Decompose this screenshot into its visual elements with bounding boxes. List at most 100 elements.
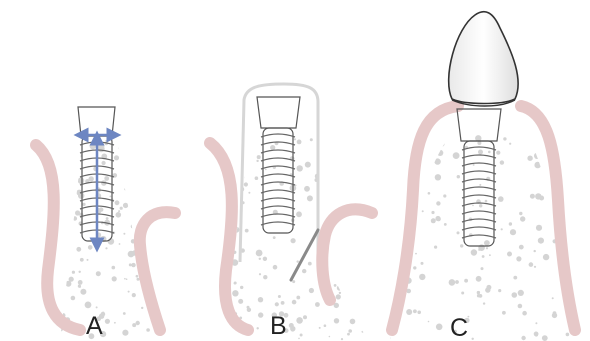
bone-dot xyxy=(478,249,480,251)
bone-dot xyxy=(509,222,512,225)
bone-dot xyxy=(118,210,120,212)
bone-dot xyxy=(148,240,152,244)
bone-dot xyxy=(496,151,500,155)
implant-thread xyxy=(261,190,295,193)
bone-dot xyxy=(507,252,512,257)
implant-thread xyxy=(462,163,496,166)
bone-dot xyxy=(360,297,362,299)
bone-dot xyxy=(67,207,73,213)
bone-dot xyxy=(362,306,368,312)
bone-dot xyxy=(240,286,243,289)
bone-dot xyxy=(518,290,524,296)
bone-dot xyxy=(291,328,294,331)
bone-dot xyxy=(153,197,157,201)
bone-dot xyxy=(123,233,125,235)
bone-dot xyxy=(542,335,548,341)
bone-dot xyxy=(350,319,356,325)
bone-dot xyxy=(500,160,504,164)
bone-dot xyxy=(119,146,123,150)
bone-dot xyxy=(477,291,480,294)
bone-dot xyxy=(370,225,377,232)
bone-dot xyxy=(391,219,397,225)
bone-dot xyxy=(321,135,327,141)
bone-dot xyxy=(336,226,340,230)
implant-thread xyxy=(261,134,295,137)
bone-dot xyxy=(529,262,534,267)
bone-dot xyxy=(258,297,263,302)
bone-dot xyxy=(572,152,577,157)
bone-dot xyxy=(137,200,141,204)
bone-dot xyxy=(540,147,543,150)
bone-dot xyxy=(534,250,536,252)
bone-dot xyxy=(535,193,541,199)
bone-dot xyxy=(67,197,71,201)
bone-dot xyxy=(578,167,582,171)
bone-dot xyxy=(298,338,300,340)
bone-dot xyxy=(368,140,374,146)
bone-dot xyxy=(59,182,63,186)
bone-dot xyxy=(296,317,303,324)
bone-dot xyxy=(102,161,106,165)
bone-dot xyxy=(292,300,297,305)
bone-dot xyxy=(124,278,126,280)
bone-dot xyxy=(519,245,524,250)
bone-dot xyxy=(389,125,396,132)
bone-dot xyxy=(485,287,490,292)
bone-dot xyxy=(347,333,350,336)
bone-dot xyxy=(471,249,477,255)
bone-dot xyxy=(464,279,468,283)
bone-dot xyxy=(536,225,542,231)
bone-dot xyxy=(368,219,371,222)
bone-dot xyxy=(53,334,58,339)
bone-dot xyxy=(62,193,66,197)
bone-dot xyxy=(481,267,484,270)
bone-dot xyxy=(485,200,488,203)
bone-dot xyxy=(300,334,303,337)
bone-dot xyxy=(234,167,240,173)
bone-dot xyxy=(120,207,123,210)
bone-dot xyxy=(55,294,59,298)
bone-dot xyxy=(87,259,89,261)
bone-dot xyxy=(219,213,223,217)
bone-dot xyxy=(324,151,330,157)
implant-thread xyxy=(261,214,295,217)
bone-dot xyxy=(406,309,412,315)
bone-dot xyxy=(65,209,71,215)
bone-dot xyxy=(234,282,237,285)
bone-dot xyxy=(309,288,314,293)
bone-dot xyxy=(459,120,462,123)
bone-dot xyxy=(341,338,343,340)
bone-dot xyxy=(132,323,136,327)
bone-dot xyxy=(153,129,156,132)
bone-dot xyxy=(96,306,98,308)
bone-dot xyxy=(482,255,485,258)
bone-dot xyxy=(256,250,263,257)
bone-dot xyxy=(335,129,338,132)
bone-dot xyxy=(453,152,460,159)
implant-thread xyxy=(261,166,295,169)
bone-dot xyxy=(152,191,158,197)
bone-dot xyxy=(388,212,394,218)
bone-dot xyxy=(236,158,238,160)
bone-dot xyxy=(257,155,261,159)
bone-dot xyxy=(263,275,267,279)
bone-dot xyxy=(336,144,339,147)
bone-dot xyxy=(535,128,538,131)
bone-dot xyxy=(238,299,243,304)
bone-dot xyxy=(294,138,296,140)
bone-dot xyxy=(336,294,341,299)
bone-dot xyxy=(66,130,71,135)
bone-dot xyxy=(543,254,549,260)
implant-thread xyxy=(462,203,496,206)
bone-dot xyxy=(114,322,116,324)
implant-thread xyxy=(462,211,496,214)
bone-dot xyxy=(64,220,71,227)
crown-tooth xyxy=(449,12,518,104)
bone-dot xyxy=(431,211,434,214)
bone-dot xyxy=(479,184,481,186)
bone-dot xyxy=(337,199,340,202)
bone-dot xyxy=(449,279,456,286)
gum-left-c xyxy=(392,106,458,330)
bone-dot xyxy=(136,275,139,278)
bone-dot xyxy=(123,203,128,208)
